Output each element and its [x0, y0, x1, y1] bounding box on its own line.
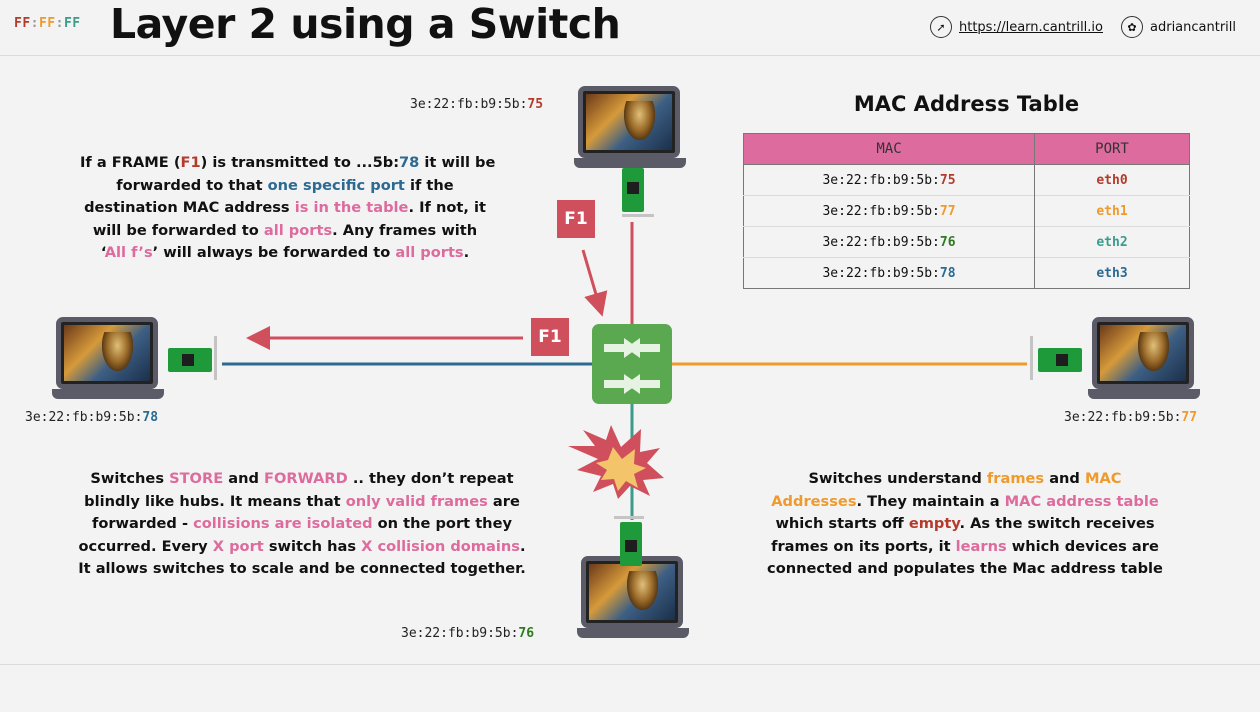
forwarding-explanation: If a FRAME (F1) is transmitted to ...5b:… — [80, 154, 496, 262]
twitter-icon: ✿ — [1121, 16, 1143, 38]
table-row: 3e:22:fb:b9:5b:75 eth0 — [743, 164, 1190, 196]
laptop-bottom — [577, 556, 689, 638]
laptop-left — [52, 317, 164, 399]
mac-label-left: 3e:22:fb:b9:5b:78 — [25, 410, 159, 425]
brand-logo: FF:FF:FF — [14, 16, 81, 31]
laptop-wallpaper-image — [64, 325, 150, 381]
mac-cell: 3e:22:fb:b9:5b:76 — [743, 226, 1035, 258]
frame-arrow-in — [581, 249, 608, 317]
laptop-wallpaper-image — [589, 564, 675, 620]
laptop-right — [1088, 317, 1200, 399]
table-row: 3e:22:fb:b9:5b:77 eth1 — [743, 195, 1190, 227]
table-row: 3e:22:fb:b9:5b:76 eth2 — [743, 226, 1190, 258]
laptop-wallpaper-image — [586, 94, 672, 150]
port-cell: eth1 — [1034, 195, 1190, 227]
port-cell: eth2 — [1034, 226, 1190, 258]
switch-icon — [592, 324, 672, 404]
footer-divider — [0, 664, 1260, 665]
mac-label-bottom: 3e:22:fb:b9:5b:76 — [401, 626, 535, 641]
mac-cell: 3e:22:fb:b9:5b:78 — [743, 257, 1035, 289]
network-card-icon-top — [618, 168, 654, 224]
compass-icon: ➚ — [930, 16, 952, 38]
frame-badge-top: F1 — [557, 200, 595, 238]
network-card-icon-bottom — [614, 516, 650, 568]
twitter-handle[interactable]: ✿ adriancantrill — [1121, 14, 1236, 40]
website-link-text[interactable]: https://learn.cantrill.io — [959, 19, 1103, 35]
network-card-icon-left — [166, 336, 226, 380]
network-card-icon-right — [1030, 336, 1090, 380]
mac-label-top: 3e:22:fb:b9:5b:75 — [410, 97, 544, 112]
collision-burst-icon — [568, 425, 664, 499]
logo-separator: : — [30, 16, 39, 31]
twitter-handle-text: adriancantrill — [1150, 19, 1237, 35]
port-cell: eth3 — [1034, 257, 1190, 289]
mac-learning-explanation: Switches understand frames and MAC Addre… — [767, 470, 1163, 578]
laptop-wallpaper-image — [1100, 325, 1186, 381]
logo-part-2: FF — [38, 16, 56, 31]
page-title: Layer 2 using a Switch — [110, 0, 621, 48]
laptop-top — [574, 86, 686, 168]
mac-column-header: MAC — [743, 133, 1035, 165]
header-divider — [0, 55, 1260, 56]
mac-table-title: MAC Address Table — [853, 92, 1080, 116]
mac-cell: 3e:22:fb:b9:5b:77 — [743, 195, 1035, 227]
logo-part-3: FF — [63, 16, 81, 31]
mac-label-right: 3e:22:fb:b9:5b:77 — [1064, 410, 1198, 425]
store-forward-explanation: Switches STORE and FORWARD .. they don’t… — [78, 470, 526, 578]
port-cell: eth0 — [1034, 164, 1190, 196]
mac-address-table: MAC PORT 3e:22:fb:b9:5b:75 eth0 3e:22:fb… — [743, 133, 1190, 289]
port-column-header: PORT — [1034, 133, 1190, 165]
website-link[interactable]: ➚ https://learn.cantrill.io — [930, 14, 1103, 40]
table-row: 3e:22:fb:b9:5b:78 eth3 — [743, 257, 1190, 289]
frame-badge-left: F1 — [531, 318, 569, 356]
logo-separator: : — [55, 16, 64, 31]
logo-part-1: FF — [14, 16, 31, 31]
mac-cell: 3e:22:fb:b9:5b:75 — [743, 164, 1035, 196]
